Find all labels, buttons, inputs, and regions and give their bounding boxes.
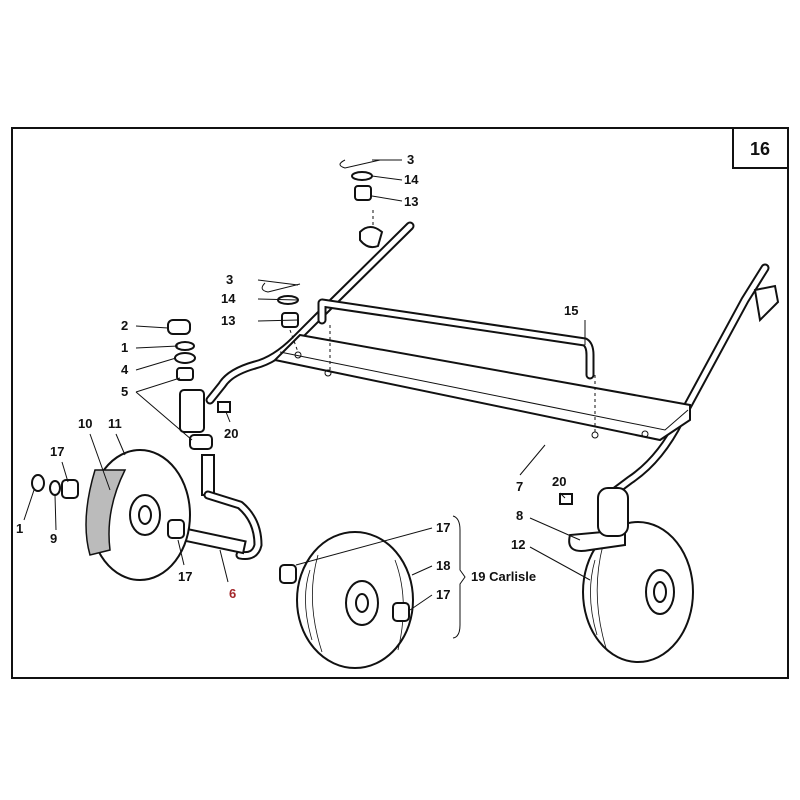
callout-8: 8	[516, 508, 523, 523]
callout-13-mid: 13	[221, 313, 235, 328]
callout-20-left: 20	[224, 426, 238, 441]
callout-6-highlighted: 6	[229, 586, 236, 601]
callout-7: 7	[516, 479, 523, 494]
top-hardware	[167, 159, 384, 560]
callout-17-upper: 17	[436, 520, 450, 535]
axle-part-6	[183, 527, 247, 555]
callout-5: 5	[121, 384, 128, 399]
callout-1: 1	[121, 340, 128, 355]
callout-11: 11	[108, 416, 122, 431]
tray-part-7	[272, 333, 691, 442]
tire-part-10	[85, 469, 127, 556]
figure-number: 16	[750, 139, 770, 159]
callout-17-left: 17	[50, 444, 64, 459]
callout-17-lower: 17	[436, 587, 450, 602]
callout-2: 2	[121, 318, 128, 333]
callout-18: 18	[436, 558, 450, 573]
callout-labels: 3 14 13 3 14 13 2 1 4 5 20 15 10 11 17 1…	[16, 152, 578, 602]
callout-3-mid: 3	[226, 272, 233, 287]
wheel-carlisle	[279, 531, 414, 669]
callout-9: 9	[50, 531, 57, 546]
handle-bracket	[753, 284, 780, 323]
callout-12: 12	[511, 537, 525, 552]
diagram-frame	[11, 127, 789, 679]
callout-17-center: 17	[178, 569, 192, 584]
callout-14-mid: 14	[221, 291, 236, 306]
figure-number-box	[732, 127, 789, 169]
leader-lines	[23, 159, 591, 639]
callout-15: 15	[564, 303, 578, 318]
callout-10: 10	[78, 416, 92, 431]
callout-1-left: 1	[16, 521, 23, 536]
callout-19-carlisle: 19 Carlisle	[471, 569, 536, 584]
callout-4: 4	[121, 362, 129, 377]
callout-20-right: 20	[552, 474, 566, 489]
wheel-left	[31, 449, 191, 581]
wheel-right	[559, 487, 694, 663]
callout-14-top: 14	[404, 172, 419, 187]
callout-13-top: 13	[404, 194, 418, 209]
callout-3-top: 3	[407, 152, 414, 167]
